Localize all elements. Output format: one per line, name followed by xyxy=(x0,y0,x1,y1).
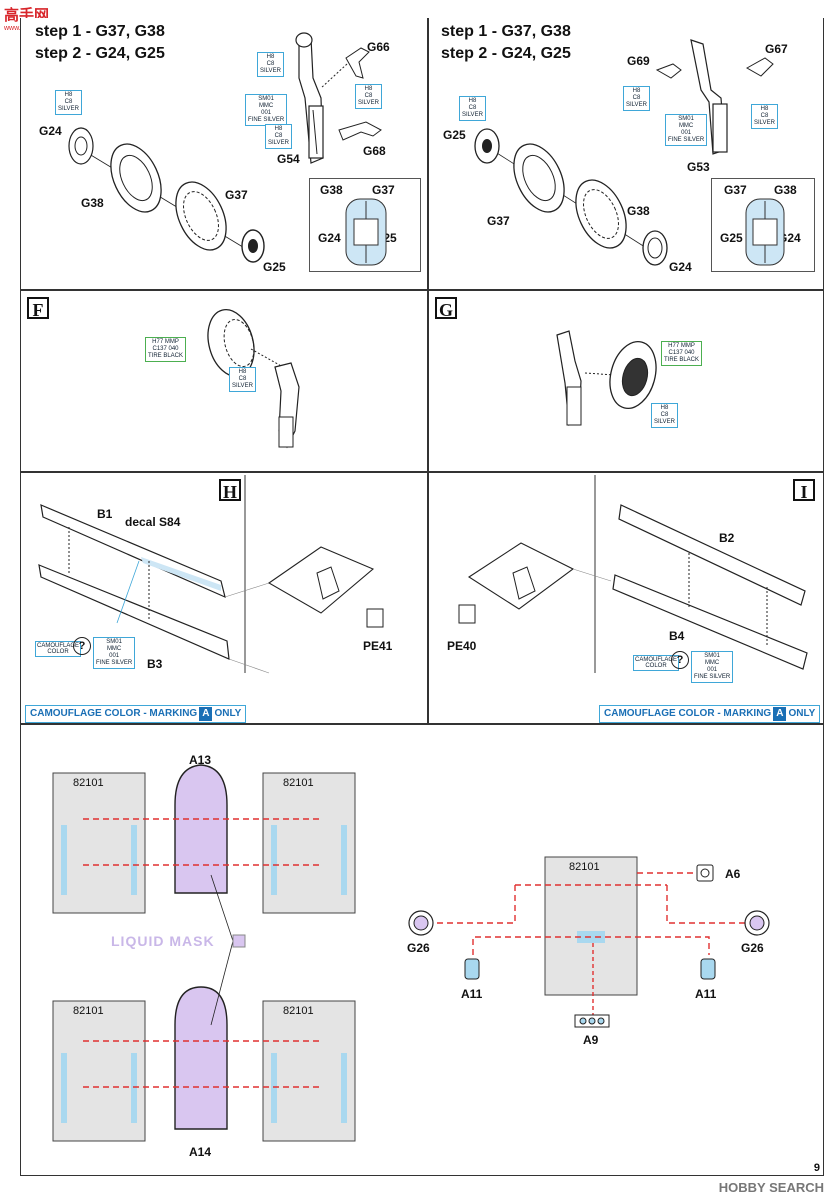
right-inset: G37 G38 G25 G24 xyxy=(711,178,815,272)
right-step2: step 2 - G24, G25 xyxy=(441,45,571,62)
panel-i-b4: B4 xyxy=(669,629,685,643)
panel-bottom: 82101 82101 82101 82101 82101 A13 A14 LI… xyxy=(20,724,824,1176)
left-step2: step 2 - G24, G25 xyxy=(35,45,165,62)
panel-h-pe: PE41 xyxy=(363,639,393,653)
panel-g: G H77 MMP C137 040 TIRE BLACK H8 C8 SILV… xyxy=(428,290,824,472)
right-g25: G25 xyxy=(443,128,466,142)
panel-g-silver-paint: H8 C8 SILVER xyxy=(651,403,678,428)
panel-i-camo-marker: A xyxy=(773,707,787,721)
panel-i-question: ? xyxy=(671,651,689,669)
right-paint-4: H8 C8 SILVER xyxy=(751,104,778,129)
bottom-fret-5: 82101 xyxy=(569,861,600,873)
right-paint-3: SM01 MMC 001 FINE SILVER xyxy=(665,114,708,146)
panel-h-question: ? xyxy=(73,637,91,655)
bottom-fret-3: 82101 xyxy=(73,1005,104,1017)
panel-h-b3: B3 xyxy=(147,657,163,671)
left-paint-3: H8 C8 SILVER xyxy=(257,52,284,77)
bottom-fret-2: 82101 xyxy=(283,777,314,789)
right-paint-2: H8 C8 SILVER xyxy=(623,86,650,111)
panel-f-drawing xyxy=(207,309,300,449)
left-inset: G38 G37 G24 G25 xyxy=(309,178,421,272)
panel-h-camo-left: CAMOUFLAGE COLOR - MARKING xyxy=(30,708,198,719)
bottom-fret-1: 82101 xyxy=(73,777,104,789)
left-wheel-drawing xyxy=(68,32,382,263)
panel-h-b1: B1 xyxy=(97,507,113,521)
panel-h: H B1 decal S84 B3 CAMOUFLAGE COLOR ? SM0… xyxy=(20,472,428,724)
panel-i-letter: I xyxy=(793,479,815,502)
right-g38: G38 xyxy=(627,204,650,218)
left-paint-2: SM01 MMC 001 FINE SILVER xyxy=(245,94,288,126)
left-g68: G68 xyxy=(363,144,386,158)
right-wheel-drawing xyxy=(474,39,774,266)
panel-i-pe: PE40 xyxy=(447,639,477,653)
right-g53: G53 xyxy=(687,160,710,174)
right-inset-g25: G25 xyxy=(720,231,743,245)
bottom-fret-4: 82101 xyxy=(283,1005,314,1017)
right-g69: G69 xyxy=(627,54,650,68)
panel-i-drawing xyxy=(458,475,808,673)
left-g24: G24 xyxy=(39,124,62,138)
panel-h-letter: H xyxy=(219,479,241,502)
bottom-a6: A6 xyxy=(725,867,741,881)
left-g54: G54 xyxy=(277,152,300,166)
right-inset-g38: G38 xyxy=(774,183,797,197)
left-g66: G66 xyxy=(367,40,390,54)
panel-f-letter: F xyxy=(27,297,49,320)
right-g67: G67 xyxy=(765,42,788,56)
left-paint-1: H8 C8 SILVER xyxy=(55,90,82,115)
left-step1: step 1 - G37, G38 xyxy=(35,23,165,40)
bottom-g26-right: G26 xyxy=(741,941,764,955)
panel-i-camo-left: CAMOUFLAGE COLOR - MARKING xyxy=(604,708,772,719)
panel-g-tire-paint: H77 MMP C137 040 TIRE BLACK xyxy=(661,341,703,366)
panel-right-wheels: step 1 - G37, G38 step 2 - G24, G25 G69 … xyxy=(428,18,824,290)
right-paint-1: H8 C8 SILVER xyxy=(459,96,486,121)
bottom-drawing xyxy=(52,764,770,1142)
panel-h-decal: decal S84 xyxy=(125,515,181,529)
panel-h-silver: SM01 MMC 001 FINE SILVER xyxy=(93,637,136,669)
left-paint-5: H8 C8 SILVER xyxy=(265,124,292,149)
panel-h-camo-right: ONLY xyxy=(214,708,242,719)
right-g37: G37 xyxy=(487,214,510,228)
left-inset-g37: G37 xyxy=(372,183,395,197)
bottom-a14: A14 xyxy=(189,1145,212,1159)
right-inset-g37: G37 xyxy=(724,183,747,197)
panel-i: I B2 B4 CAMOUFLAGE COLOR ? SM01 MMC 001 … xyxy=(428,472,824,724)
bottom-a11-left: A11 xyxy=(461,987,483,1001)
left-inset-g38: G38 xyxy=(320,183,343,197)
panel-g-letter: G xyxy=(435,297,457,320)
bottom-a13: A13 xyxy=(189,753,212,767)
right-g24: G24 xyxy=(669,260,692,274)
panel-f-tire-paint: H77 MMP C137 040 TIRE BLACK xyxy=(145,337,187,362)
panel-i-b2: B2 xyxy=(719,531,735,545)
panel-left-wheels: step 1 - G37, G38 step 2 - G24, G25 G66 … xyxy=(20,18,428,290)
bottom-g26-left: G26 xyxy=(407,941,430,955)
page-number: 9 xyxy=(813,1162,820,1174)
bottom-liquid-mask: LIQUID MASK xyxy=(111,933,215,949)
left-inset-g24: G24 xyxy=(318,231,341,245)
panel-f-silver-paint: H8 C8 SILVER xyxy=(229,367,256,392)
watermark: HOBBY SEARCH xyxy=(718,1180,824,1195)
left-inset-section xyxy=(345,198,387,266)
panel-h-drawing xyxy=(38,475,384,674)
bottom-a9: A9 xyxy=(583,1033,599,1047)
left-g25: G25 xyxy=(263,260,286,274)
left-g37: G37 xyxy=(225,188,248,202)
right-step1: step 1 - G37, G38 xyxy=(441,23,571,40)
panel-i-silver: SM01 MMC 001 FINE SILVER xyxy=(691,651,734,683)
panel-g-drawing xyxy=(556,330,657,426)
bottom-a11-right: A11 xyxy=(695,987,717,1001)
panel-f: F H77 MMP C137 040 TIRE BLACK H8 C8 SILV… xyxy=(20,290,428,472)
right-inset-section xyxy=(745,198,785,266)
panel-h-camo-marker: A xyxy=(199,707,213,721)
left-g38: G38 xyxy=(81,196,104,210)
panel-i-camo-right: ONLY xyxy=(788,708,816,719)
left-paint-4: H8 C8 SILVER xyxy=(355,84,382,109)
